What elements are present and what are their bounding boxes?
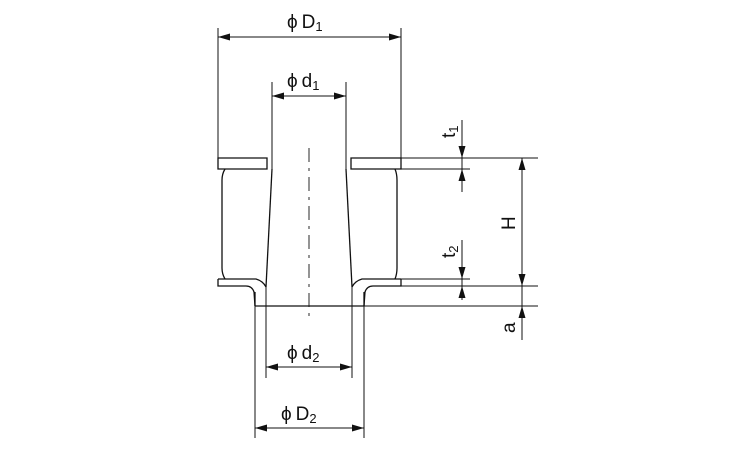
arrowheads xyxy=(218,33,526,432)
outer-wall-left xyxy=(221,168,226,280)
label-t1: t1 xyxy=(439,125,461,138)
bore-wall-left xyxy=(265,168,273,288)
extension-lines xyxy=(217,28,538,438)
outer-wall-right xyxy=(394,168,398,280)
dimension-lines xyxy=(218,36,523,429)
top-flange-right xyxy=(350,157,402,170)
label-a: a xyxy=(499,322,520,333)
bottom-flange-right xyxy=(351,278,402,307)
top-flange-left xyxy=(217,157,268,170)
label-H: H xyxy=(499,216,520,230)
part-outline xyxy=(217,148,402,318)
bore-wall-right xyxy=(345,168,353,288)
label-t2: t2 xyxy=(439,245,461,258)
bottom-flange-left xyxy=(217,278,267,307)
